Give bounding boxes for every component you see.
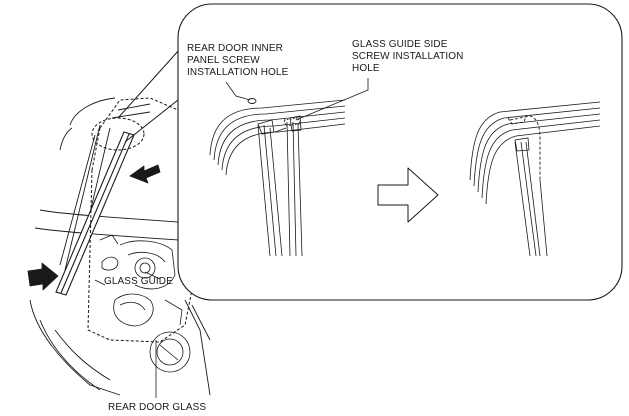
rear-door-glass-label: REAR DOOR GLASS [108, 402, 206, 413]
callout-leader-lines [225, 78, 369, 121]
glass-guide-side-screw-hole-label: GLASS GUIDE SIDE SCREW INSTALLATION HOLE [352, 39, 463, 74]
transition-arrow-icon [377, 167, 439, 223]
glass-outline-after [507, 115, 541, 180]
rear-door-glass-outline [87, 97, 193, 343]
svg-text:PANEL SCREW: PANEL SCREW [187, 55, 260, 66]
svg-text:REAR DOOR INNER: REAR DOOR INNER [187, 43, 283, 54]
door-inner-mechanism [94, 234, 191, 373]
door-overview [29, 97, 211, 396]
push-arrow-icon [129, 164, 161, 184]
svg-text:HOLE: HOLE [352, 63, 380, 74]
svg-text:GLASS GUIDE SIDE: GLASS GUIDE SIDE [352, 39, 448, 50]
detail-callout-pointer [117, 39, 189, 143]
detail-after [469, 101, 601, 257]
glass-guide-label: GLASS GUIDE [104, 276, 173, 287]
glass-guide-channel [55, 131, 135, 296]
screw-hole-icon [247, 98, 257, 104]
svg-text:INSTALLATION HOLE: INSTALLATION HOLE [187, 67, 289, 78]
left-leader-lines [144, 271, 161, 398]
glass-guide-side-hole-marker [283, 117, 301, 127]
detail-before [209, 99, 346, 257]
rear-door-inner-panel-screw-hole-label: REAR DOOR INNER PANEL SCREW INSTALLATION… [187, 43, 289, 78]
push-arrow-icon [27, 262, 59, 291]
svg-text:SCREW INSTALLATION: SCREW INSTALLATION [352, 51, 463, 62]
